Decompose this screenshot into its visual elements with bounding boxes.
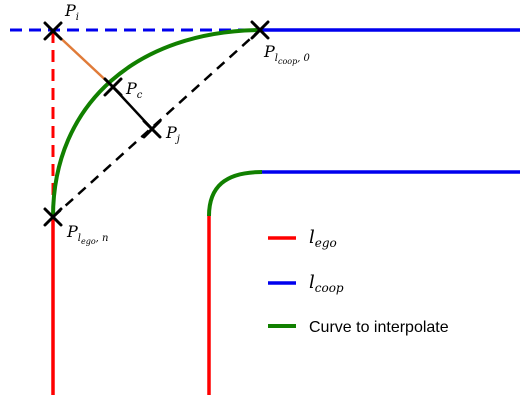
legend-label-curve: Curve to interpolate	[309, 319, 449, 336]
p-coop-0-label: Plcoop, 0	[263, 42, 311, 66]
pi-point-marker	[43, 21, 63, 41]
pj-point-marker	[142, 119, 162, 139]
pc-point-marker	[103, 77, 123, 97]
legend: lego lcoop Curve to interpolate	[268, 227, 449, 336]
legend-label-coop: lcoop	[309, 272, 344, 295]
pi-pc-segment	[52, 30, 114, 88]
legend-item-coop: lcoop	[268, 272, 344, 295]
pj-label: Pj	[165, 123, 180, 145]
p-coop-0-point-marker	[250, 20, 270, 40]
legend-label-ego: lego	[309, 227, 337, 250]
inner-corner-curve	[207, 170, 263, 217]
legend-item-ego: lego	[268, 227, 337, 250]
pc-label: Pc	[125, 79, 143, 101]
p-ego-n-point-marker	[43, 207, 63, 227]
p-ego-n-label: Plego, n	[66, 222, 108, 246]
interpolation-curve	[51, 28, 261, 218]
legend-item-curve: Curve to interpolate	[268, 319, 449, 336]
pi-label: Pi	[64, 1, 79, 23]
